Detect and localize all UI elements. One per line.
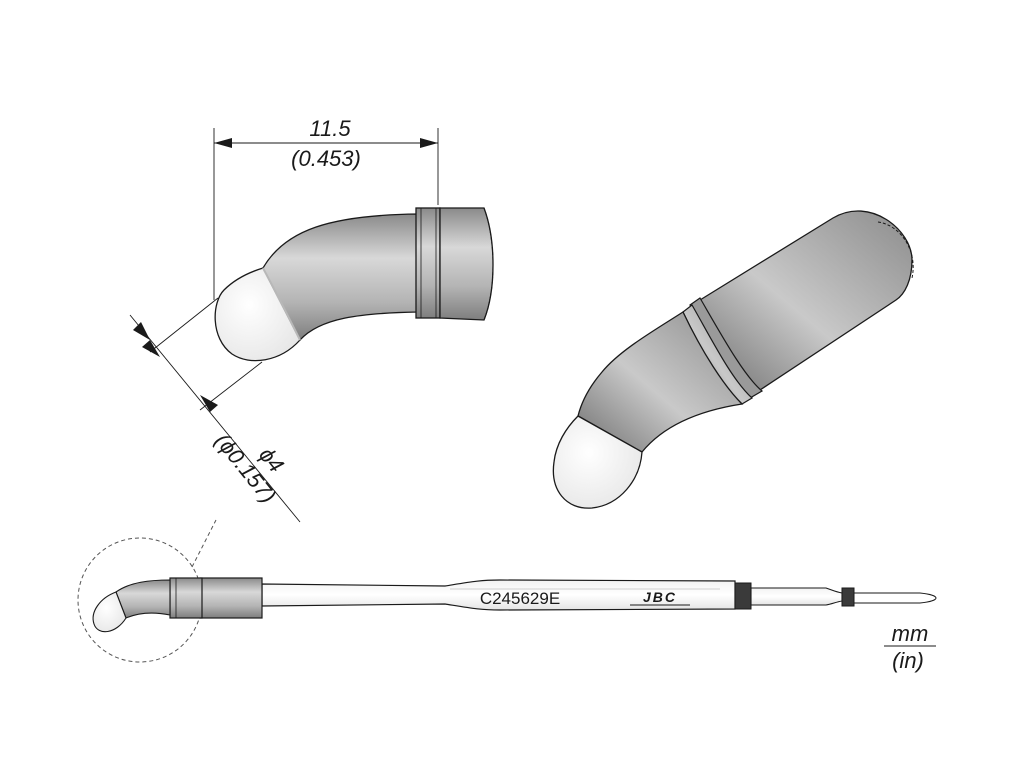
cartridge-rod	[750, 587, 843, 606]
tip-3d-view	[552, 210, 914, 509]
cartridge-band	[734, 582, 752, 610]
tip-side-sleeve	[439, 207, 494, 321]
tip-3d-tinned-end	[552, 415, 643, 509]
tip-side-view	[214, 207, 494, 362]
tip-side-tinned-end	[214, 267, 301, 362]
cartridge-pin	[853, 592, 937, 604]
units-imperial-label: (in)	[892, 648, 924, 673]
length-mm-label: 11.5	[309, 116, 351, 141]
brand-logo: JBC	[643, 589, 677, 605]
units-metric-label: mm	[892, 621, 929, 646]
length-dimension: 11.5 (0.453)	[213, 116, 439, 300]
part-number-label: C245629E	[480, 589, 560, 608]
length-in-label: (0.453)	[291, 146, 361, 171]
cartridge-mini-tinned	[92, 591, 127, 633]
cartridge-grip	[199, 577, 263, 619]
units-legend: mm (in)	[884, 621, 936, 673]
cartridge-full-view: C245629E JBC	[77, 519, 937, 663]
